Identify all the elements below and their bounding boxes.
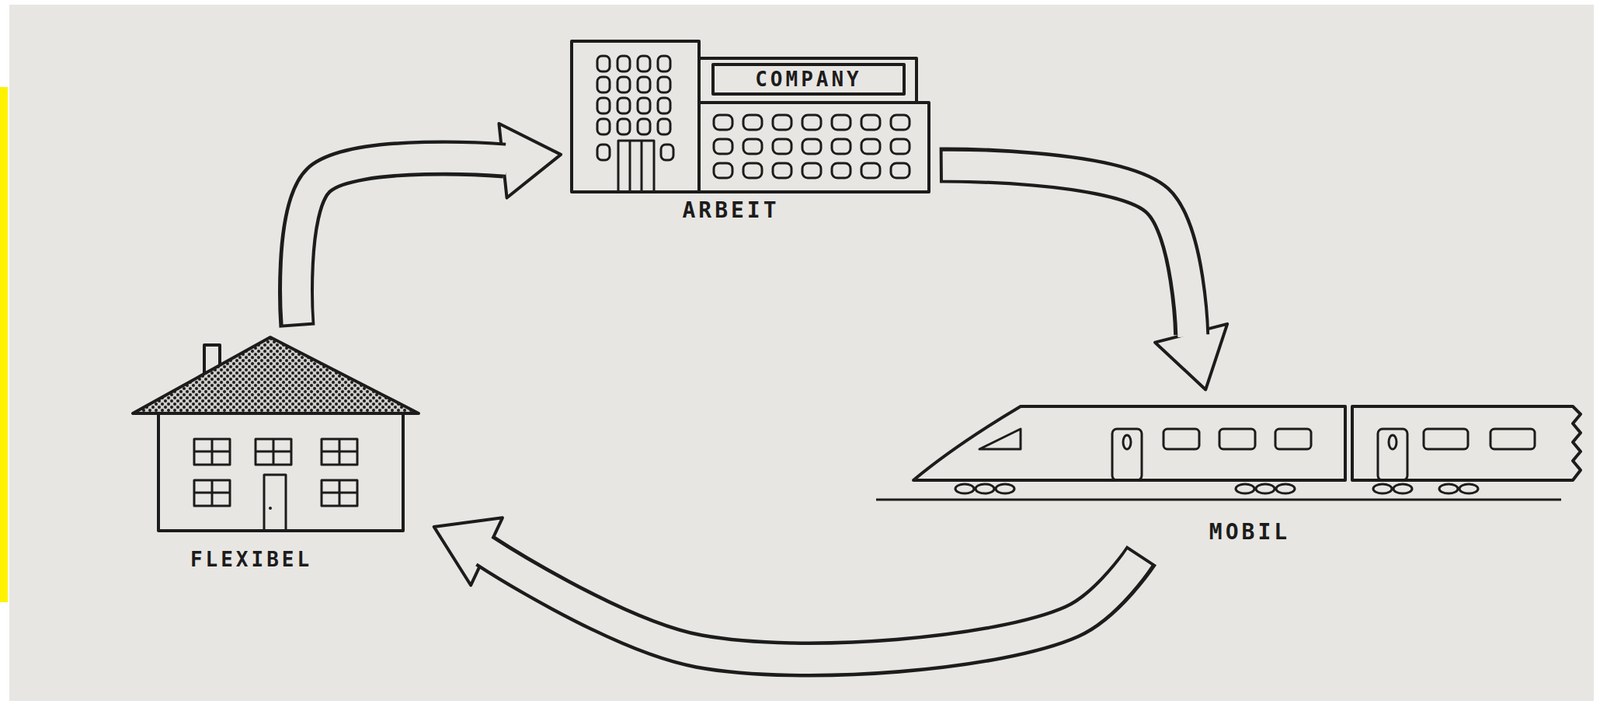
wheel — [1439, 483, 1458, 494]
wheel — [1276, 483, 1295, 494]
train-window — [1490, 428, 1535, 449]
tower-window-grid — [594, 53, 676, 138]
house-window — [321, 480, 358, 506]
company-building-node: COMPANY ARBEIT — [571, 41, 929, 228]
wheel — [1235, 483, 1255, 494]
sign-text: COMPANY — [713, 64, 905, 94]
train-window — [1163, 428, 1200, 449]
window-cross — [194, 480, 230, 506]
wheel — [995, 483, 1015, 494]
arrow-outline — [939, 165, 1192, 335]
window-cross — [194, 438, 230, 465]
company-sign — [713, 64, 905, 94]
rail-track — [876, 498, 1562, 501]
train-door — [1377, 428, 1408, 480]
door-window — [1388, 434, 1397, 449]
wheel — [1459, 483, 1479, 494]
node-label: FLEXIBEL — [156, 543, 347, 575]
entrance-door — [618, 140, 654, 192]
cab-window — [979, 428, 1021, 449]
train-door — [1112, 428, 1142, 480]
office-block-outline — [699, 102, 929, 192]
house-window — [194, 438, 230, 465]
house-window — [321, 438, 358, 465]
arrow-body — [296, 157, 508, 324]
window-cross — [321, 438, 358, 465]
train-window — [1219, 428, 1256, 449]
flow-arrow — [295, 123, 561, 327]
train-node: MOBIL — [869, 400, 1585, 548]
locomotive-body — [913, 406, 1346, 480]
door-knob — [268, 506, 272, 510]
company-building — [571, 41, 929, 192]
arrow-outline — [295, 158, 505, 327]
paper-sheet — [9, 4, 1594, 701]
house-wall — [158, 413, 404, 531]
house-door — [264, 474, 286, 531]
flow-arrow — [434, 517, 1142, 659]
tower-outline — [571, 41, 700, 192]
window-cross — [255, 438, 292, 465]
yellow-edge-bar — [0, 86, 8, 602]
wheel — [955, 483, 974, 494]
train-window — [1423, 428, 1468, 449]
arrow-body — [942, 165, 1193, 337]
carriage-body — [1352, 406, 1581, 480]
tower-window — [597, 144, 610, 160]
tower-window — [660, 144, 674, 160]
house-window — [255, 438, 292, 465]
wheel — [975, 483, 995, 494]
node-label: ARBEIT — [649, 194, 813, 227]
door-window — [1123, 434, 1131, 449]
wheel — [1393, 483, 1413, 494]
node-label: MOBIL — [1164, 516, 1336, 548]
arrow-head — [434, 517, 503, 585]
house-window — [194, 480, 230, 506]
wheel — [1373, 483, 1392, 494]
arrow-body — [483, 549, 1140, 660]
arrow-head — [1154, 323, 1228, 390]
house — [132, 337, 419, 531]
train — [876, 406, 1581, 500]
door-line — [629, 140, 642, 192]
arrow-head — [498, 123, 561, 198]
office-window-grid — [710, 111, 918, 184]
arrow-outline — [485, 550, 1142, 660]
roof — [132, 337, 419, 414]
window-cross — [321, 480, 358, 506]
train-window — [1275, 428, 1312, 449]
sign-frame — [699, 58, 917, 103]
flow-arrow — [939, 165, 1228, 390]
house-node: FLEXIBEL — [132, 337, 425, 571]
wheel — [1255, 483, 1275, 494]
